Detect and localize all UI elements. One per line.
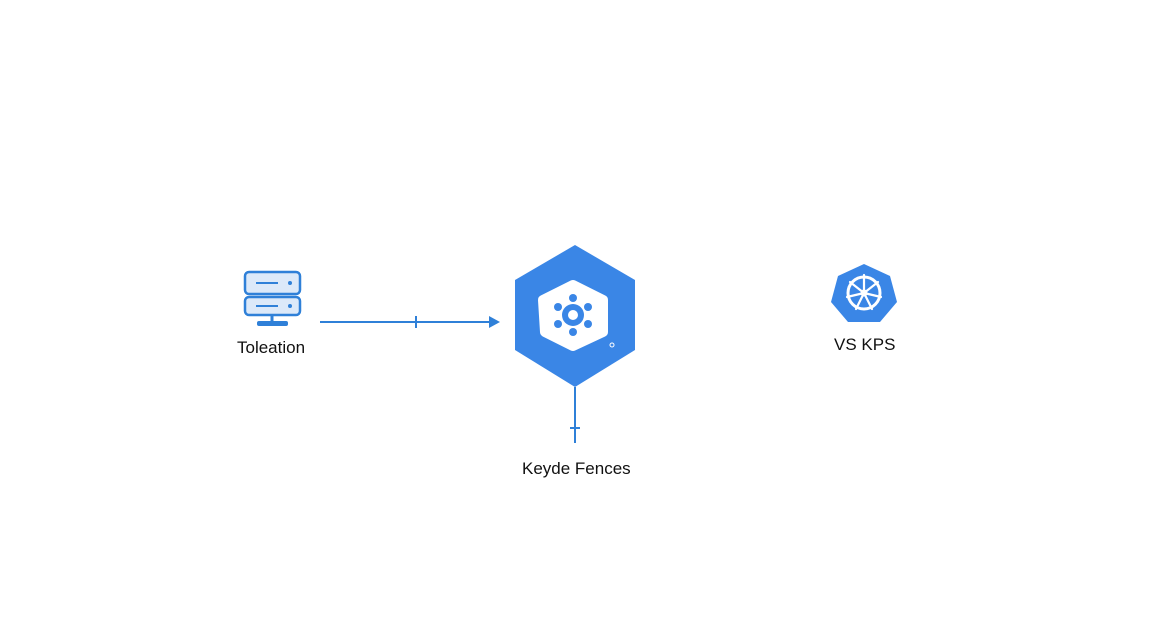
wheel-hole xyxy=(569,294,577,302)
edge-fences-down xyxy=(570,387,580,443)
wheel-hole xyxy=(554,320,562,328)
node-label-vs-kps: VS KPS xyxy=(834,335,896,354)
wheel-hole xyxy=(554,303,562,311)
node-label-keyde-fences: Keyde Fences xyxy=(522,459,631,478)
node-label-toleation: Toleation xyxy=(237,338,306,357)
wheel-hub xyxy=(568,310,578,320)
helm-hub xyxy=(860,289,868,297)
kubernetes-wheel-icon xyxy=(538,280,608,351)
server-rack-top-led xyxy=(288,281,292,285)
kubernetes-logo-icon xyxy=(831,264,897,322)
edge-arrowhead xyxy=(489,316,500,328)
wheel-hole xyxy=(584,303,592,311)
wheel-hole xyxy=(584,320,592,328)
kubernetes-hexagon-node xyxy=(515,245,635,387)
edge-toleation-to-fences xyxy=(320,316,500,328)
wheel-hole xyxy=(569,328,577,336)
hexagon-small-mark xyxy=(609,342,615,348)
server-rack-bottom-led xyxy=(288,304,292,308)
server-icon xyxy=(243,270,302,326)
server-stand-base xyxy=(257,321,288,326)
